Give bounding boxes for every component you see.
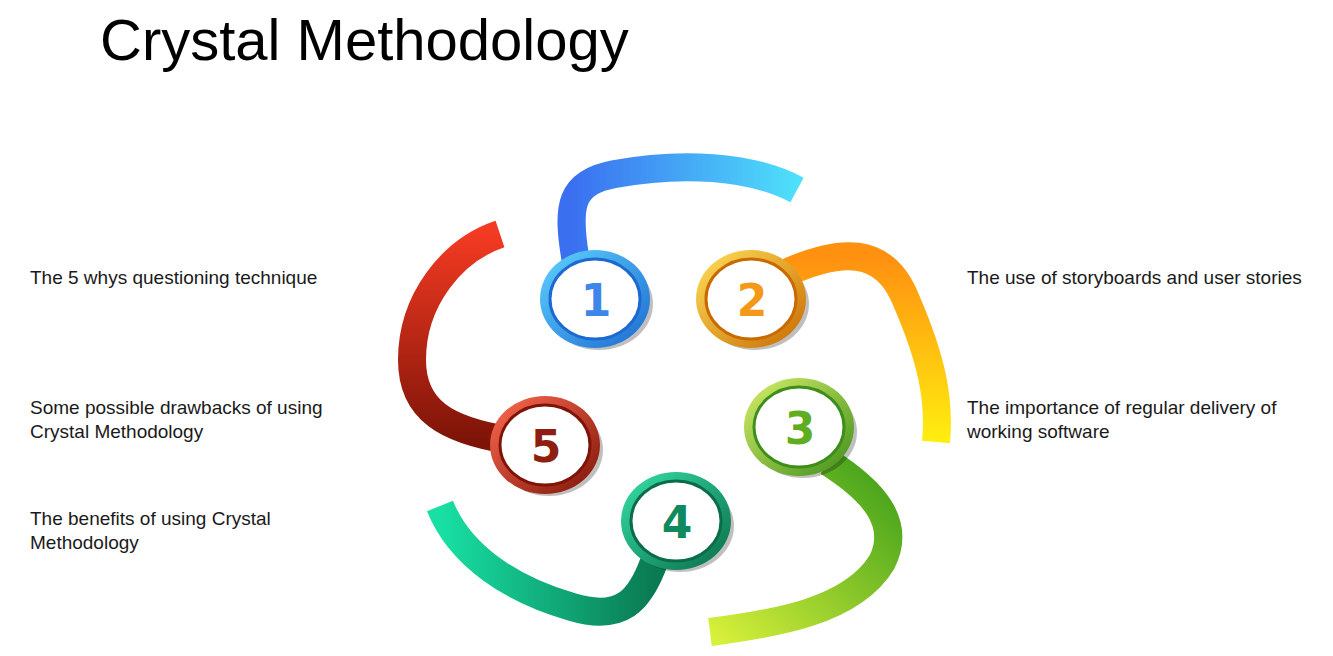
callout-number: 3: [741, 375, 859, 481]
topic-label: The importance of regular delivery of wo…: [967, 396, 1322, 444]
topic-label: The use of storyboards and user stories: [967, 266, 1322, 290]
blue-arc: [571, 167, 797, 262]
green-arc: [710, 462, 888, 632]
number-circle: 5: [487, 393, 605, 499]
red-arc: [412, 234, 508, 440]
callout-number: 5: [487, 393, 605, 499]
callout-number: 2: [693, 247, 811, 353]
callout-number: 1: [537, 247, 655, 353]
number-circle: 3: [741, 375, 859, 481]
topic-label: The benefits of using Crystal Methodolog…: [30, 507, 320, 555]
topic-label: Some possible drawbacks of using Crystal…: [30, 396, 360, 444]
number-circle: 4: [618, 469, 736, 575]
callout-number: 4: [618, 469, 736, 575]
topic-label: The 5 whys questioning technique: [30, 266, 390, 290]
number-circle: 2: [693, 247, 811, 353]
number-circle: 1: [537, 247, 655, 353]
page-title: Crystal Methodology: [100, 8, 629, 72]
